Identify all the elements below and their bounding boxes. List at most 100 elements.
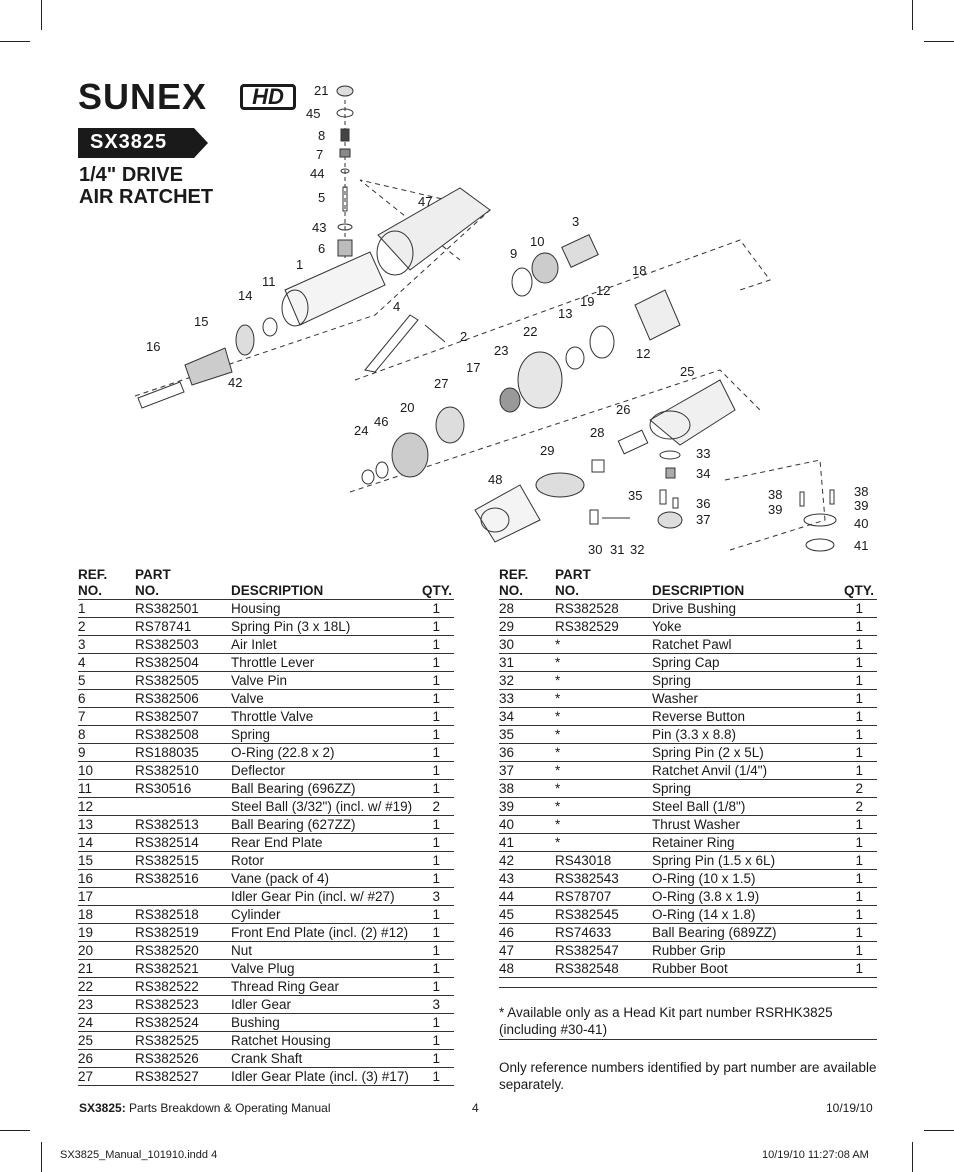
cell-qty: 1 — [855, 745, 863, 760]
footer-model: SX3825: — [79, 1101, 126, 1115]
callout-label: 22 — [523, 324, 537, 339]
crop-mark — [912, 0, 913, 30]
cell-desc: Front End Plate (incl. (2) #12) — [231, 925, 409, 940]
header-ref: REF.NO. — [78, 567, 108, 598]
note-head-kit: * Available only as a Head Kit part numb… — [499, 1005, 833, 1037]
crop-mark — [0, 41, 30, 42]
cell-desc: Reverse Button — [652, 709, 746, 724]
cell-desc: Rubber Grip — [652, 943, 726, 958]
callout-label: 20 — [400, 400, 414, 415]
footer-title: SX3825: Parts Breakdown & Operating Manu… — [79, 1101, 331, 1115]
cell-part: * — [555, 781, 561, 796]
cell-ref: 43 — [499, 871, 515, 886]
cell-qty: 1 — [432, 673, 440, 688]
cell-qty: 1 — [432, 907, 440, 922]
model-badge: SX3825 — [78, 128, 208, 158]
callout-label: 14 — [238, 288, 252, 303]
cell-qty: 2 — [855, 781, 863, 796]
cell-part: * — [555, 709, 561, 724]
cell-ref: 2 — [78, 619, 86, 634]
cell-qty: 1 — [855, 619, 863, 634]
cell-qty: 1 — [855, 601, 863, 616]
cell-ref: 35 — [499, 727, 515, 742]
cell-desc: Idler Gear Pin (incl. w/ #27) — [231, 889, 395, 904]
cell-qty: 1 — [432, 745, 440, 760]
callout-label: 24 — [354, 423, 368, 438]
cell-ref: 45 — [499, 907, 515, 922]
cell-ref: 8 — [78, 727, 86, 742]
cell-ref: 5 — [78, 673, 86, 688]
cell-qty: 1 — [432, 961, 440, 976]
cell-part: RS382503 — [135, 637, 199, 652]
callout-label: 26 — [616, 402, 630, 417]
cell-qty: 1 — [432, 619, 440, 634]
cell-part: RS74633 — [555, 925, 612, 940]
cell-desc: Cylinder — [231, 907, 281, 922]
cell-part: RS382514 — [135, 835, 199, 850]
slug-timestamp: 10/19/10 11:27:08 AM — [762, 1149, 869, 1161]
cell-part: RS382513 — [135, 817, 199, 832]
cell-desc: Idler Gear Plate (incl. (3) #17) — [231, 1069, 409, 1084]
callout-label: 40 — [854, 516, 868, 531]
cell-qty: 1 — [432, 1033, 440, 1048]
cell-qty: 1 — [432, 979, 440, 994]
cell-desc: Throttle Valve — [231, 709, 314, 724]
exploded-parts-diagram: 21 45 8 7 44 5 43 6 47 3 10 9 1 11 14 15… — [134, 83, 868, 557]
callout-label: 15 — [194, 314, 208, 329]
crop-mark — [41, 0, 42, 30]
callout-label: 2 — [460, 329, 467, 344]
cell-qty: 1 — [855, 925, 863, 940]
cell-qty: 1 — [432, 601, 440, 616]
callout-label: 9 — [510, 246, 517, 261]
slug-filename: SX3825_Manual_101910.indd 4 — [60, 1149, 218, 1161]
cell-ref: 11 — [78, 781, 93, 796]
cell-qty: 1 — [855, 763, 863, 778]
cell-qty: 1 — [432, 853, 440, 868]
callout-label: 23 — [494, 343, 508, 358]
cell-desc: O-Ring (3.8 x 1.9) — [652, 889, 760, 904]
cell-qty: 1 — [432, 817, 440, 832]
callout-label: 11 — [262, 274, 276, 289]
cell-qty: 2 — [432, 799, 440, 814]
cell-ref: 22 — [78, 979, 94, 994]
callout-label: 7 — [316, 147, 323, 162]
cell-part: RS382528 — [555, 601, 619, 616]
brand-logo: SUNEX HD — [78, 78, 298, 116]
cell-desc: Thrust Washer — [652, 817, 741, 832]
cell-part: * — [555, 835, 561, 850]
cell-desc: Ball Bearing (627ZZ) — [231, 817, 356, 832]
cell-qty: 1 — [432, 637, 440, 652]
callout-label: 10 — [530, 234, 544, 249]
callout-label: 5 — [318, 190, 325, 205]
cell-part: RS78707 — [555, 889, 612, 904]
cell-desc: Idler Gear — [231, 997, 292, 1012]
cell-qty: 1 — [432, 709, 440, 724]
callout-label: 29 — [540, 443, 554, 458]
crop-mark — [912, 1142, 913, 1172]
header-description: DESCRIPTION — [652, 583, 745, 598]
callout-label: 43 — [312, 220, 326, 235]
cell-part: RS382505 — [135, 673, 199, 688]
cell-ref: 28 — [499, 601, 515, 616]
cell-ref: 3 — [78, 637, 86, 652]
cell-desc: Throttle Lever — [231, 655, 315, 670]
cell-part: RS382524 — [135, 1015, 199, 1030]
cell-ref: 37 — [499, 763, 515, 778]
cell-qty: 1 — [432, 655, 440, 670]
product-title: 1/4" DRIVE AIR RATCHET — [79, 164, 213, 208]
cell-ref: 23 — [78, 997, 94, 1012]
cell-ref: 26 — [78, 1051, 94, 1066]
